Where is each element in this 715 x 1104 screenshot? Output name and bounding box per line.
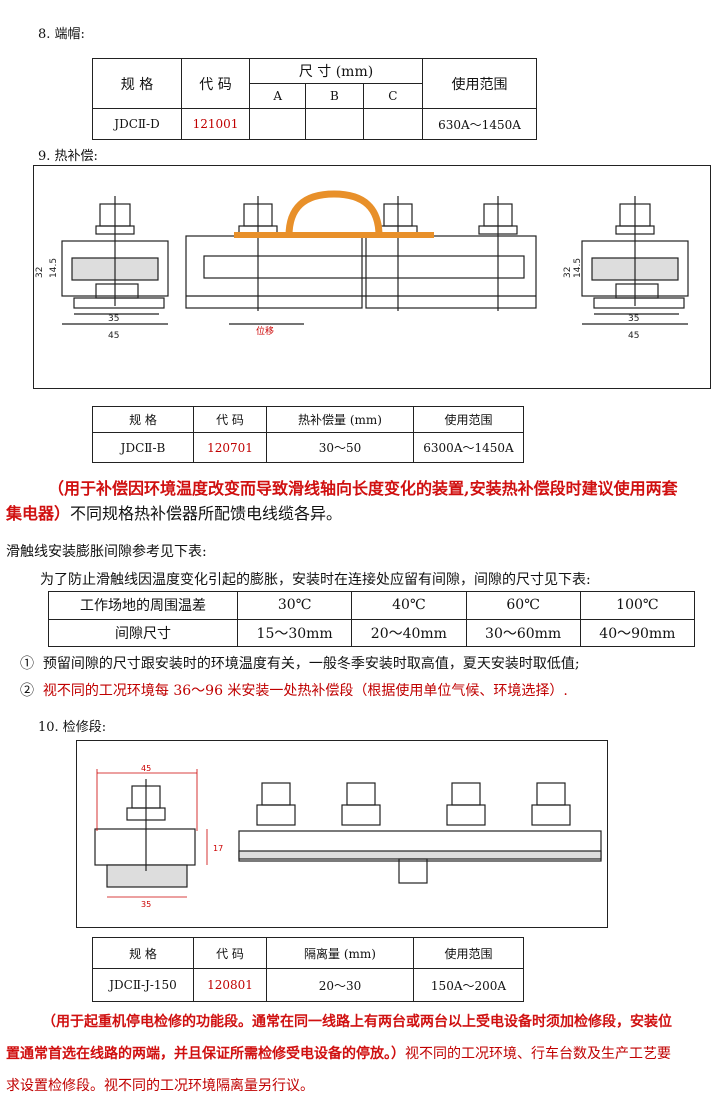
maintenance-section-drawing: 45 17 35 xyxy=(76,740,608,928)
dim-14-5-right: 14.5 xyxy=(573,258,583,278)
cell-b xyxy=(305,108,364,140)
cell-a xyxy=(248,108,307,140)
cell-code: 121001 xyxy=(181,108,250,140)
cell-range: 150A～200A xyxy=(413,968,524,1002)
header-code: 代 码 xyxy=(193,406,267,433)
temp-40: 40℃ xyxy=(351,591,467,620)
temp-30: 30℃ xyxy=(236,591,353,620)
displacement-label: 位移 xyxy=(256,325,274,337)
dim-45-right: 45 xyxy=(628,331,639,341)
dim-45: 45 xyxy=(141,764,151,773)
maintenance-diagram: 45 17 35 xyxy=(94,764,602,909)
gap-60: 30～60mm xyxy=(465,618,581,647)
expansion-intro: 为了防止滑触线因温度变化引起的膨胀，安装时在连接处应留有间隙，间隙的尺寸见下表: xyxy=(40,572,591,588)
temp-100: 100℃ xyxy=(579,591,696,620)
cell-amount: 30～50 xyxy=(266,432,414,463)
section-10-heading: 10. 检修段: xyxy=(38,720,107,735)
note-1: ① 预留间隙的尺寸跟安装时的环境温度有关，一般冬季安装时取高值，夏天安装时取低值… xyxy=(20,653,580,673)
gap-label: 间隙尺寸 xyxy=(48,618,238,647)
dim-32-right: 32 xyxy=(563,267,573,278)
cell-code: 120701 xyxy=(193,432,267,463)
header-spec: 规 格 xyxy=(92,58,182,109)
maintenance-note-normal: 视不同的工况环境、行车台数及生产工艺要求设置检修段。视不同的工况环境隔离量另行议… xyxy=(6,1046,671,1094)
dim-14-5-left: 14.5 xyxy=(49,258,59,278)
cell-code: 120801 xyxy=(193,968,267,1002)
note-2-text: 视不同的工况环境每 36～96 米安装一处热补偿段（根据使用单位气候、环境选择）… xyxy=(42,683,568,699)
note-2-mark: ② xyxy=(20,683,34,699)
cell-c xyxy=(362,108,424,140)
maintenance-note: （用于起重机停电检修的功能段。通常在同一线路上有两台或两台以上受电设备时须加检修… xyxy=(6,1006,676,1102)
cell-spec: JDCⅡ-D xyxy=(92,108,182,140)
dim-17: 17 xyxy=(213,844,223,853)
cell-spec: JDCⅡ-J-150 xyxy=(92,968,194,1002)
dim-35-right: 35 xyxy=(628,314,639,324)
section-9-heading: 9. 热补偿: xyxy=(38,149,98,164)
header-range: 使用范围 xyxy=(422,58,537,109)
header-spec: 规 格 xyxy=(92,406,194,433)
thermal-compensator-drawing: 32 14.5 35 45 位移 32 14.5 35 45 xyxy=(33,165,711,389)
header-b: B xyxy=(305,83,364,109)
header-range: 使用范围 xyxy=(413,937,524,969)
dim-32-left: 32 xyxy=(35,267,45,278)
cell-range: 630A～1450A xyxy=(422,108,537,140)
dim-35: 35 xyxy=(141,900,151,909)
thermal-note: （用于补偿因环境温度改变而导致滑线轴向长度变化的装置,安装热补偿段时建议使用两套… xyxy=(6,476,686,526)
cell-spec: JDCⅡ-B xyxy=(92,432,194,463)
expansion-title: 滑触线安装膨胀间隙参考见下表: xyxy=(6,544,207,560)
note-2: ② 视不同的工况环境每 36～96 米安装一处热补偿段（根据使用单位气候、环境选… xyxy=(20,680,568,700)
header-a: A xyxy=(248,83,307,109)
temp-60: 60℃ xyxy=(465,591,581,620)
section-8-heading: 8. 端帽: xyxy=(38,27,85,42)
header-code: 代 码 xyxy=(193,937,267,969)
thermal-note-red: （用于补偿因环境温度改变而导致滑线轴向长度变化的装置,安装热补偿段时建议使用两套… xyxy=(6,479,678,523)
header-size: 尺 寸 (mm) xyxy=(249,58,423,84)
header-c: C xyxy=(362,83,424,109)
note-1-text: 预留间隙的尺寸跟安装时的环境温度有关，一般冬季安装时取高值，夏天安装时取低值; xyxy=(42,656,580,672)
header-spec: 规 格 xyxy=(92,937,194,969)
dim-45-left: 45 xyxy=(108,331,119,341)
gap-30: 15～30mm xyxy=(236,618,353,647)
cell-amount: 20～30 xyxy=(266,968,414,1002)
dim-35-left: 35 xyxy=(108,314,119,324)
compensator-diagram: 32 14.5 35 45 位移 32 14.5 35 45 xyxy=(35,190,689,341)
header-range: 使用范围 xyxy=(413,406,524,433)
header-amount: 热补偿量 (mm) xyxy=(266,406,414,433)
gap-100: 40～90mm xyxy=(579,618,696,647)
maintenance-note-bold: （用于起重机停电检修的功能段。通常在同一线路上有两台或两台以上受电设备时须加检修… xyxy=(6,1014,672,1062)
gap-40: 20～40mm xyxy=(351,618,467,647)
cell-range: 6300A～1450A xyxy=(413,432,524,463)
temp-label: 工作场地的周围温差 xyxy=(48,591,238,620)
header-amount: 隔离量 (mm) xyxy=(266,937,414,969)
thermal-note-black: 不同规格热补偿器所配馈电线缆各异。 xyxy=(70,504,343,523)
note-1-mark: ① xyxy=(20,656,34,672)
header-code: 代 码 xyxy=(181,58,250,109)
